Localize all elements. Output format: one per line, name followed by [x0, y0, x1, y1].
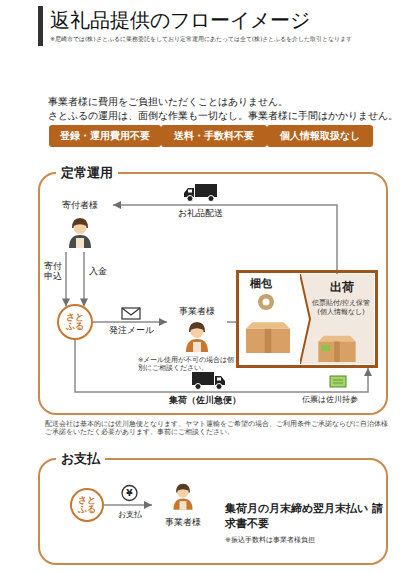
business-icon [173, 484, 192, 510]
flow-connector [113, 205, 337, 274]
note-text: さとふるの運用は、面倒な作業も一切なし。事業者様に手間はかかりません。 [48, 109, 404, 122]
node-label: 事業者様 [165, 517, 201, 528]
carton-icon [318, 336, 355, 362]
flow-connector [93, 321, 167, 323]
feature-badge: 個人情報取扱なし [267, 125, 373, 147]
flow-connector [227, 321, 236, 323]
donor-icon [69, 218, 91, 248]
feature-badge: 登録・運用費用不要 [49, 125, 161, 147]
mail-icon [122, 308, 140, 319]
feature-badge: 送料・手数料不要 [161, 125, 267, 147]
tape-roll-icon [258, 294, 274, 310]
node-label: さとふる [77, 496, 97, 515]
node-body: 伝票貼付/控え保管 (個人情報なし) [310, 299, 372, 317]
flow-connector [65, 252, 67, 306]
node-label: 出荷 [300, 280, 374, 295]
flow-connector [83, 252, 85, 306]
note-text: 配送会社は基本的には佐川急便となります。ヤマト運輸をご希望の場合、ご利用条件ご承… [45, 420, 390, 437]
page-title: 返礼品提供のフローイメージ [50, 7, 310, 33]
node-label: お支払 [56, 450, 105, 467]
note-text: 事業者様に費用をご負担いただくことはありません。 [48, 95, 404, 108]
note-text: ※メール使用が不可の場合は個別にご相談ください。 [138, 357, 238, 373]
node-label: 登録・運用費用不要 [60, 129, 150, 143]
node-label: さとふる [65, 313, 85, 332]
note-text: 伝票は佐川持参 [290, 395, 370, 405]
node-label: 梱包 [250, 277, 375, 291]
logo-circle: さとふる [70, 488, 104, 522]
flow-connector [104, 504, 152, 506]
node-label: 送料・手数料不要 [174, 129, 254, 143]
node-body: 集荷月の月末締め翌月末払い 請求書不要 [225, 501, 383, 532]
node-label: 個人情報取扱なし [280, 129, 360, 143]
node-label: 事業者様 [179, 306, 215, 317]
pickup-truck-icon [192, 372, 225, 390]
node-label: 寄付者様 [62, 200, 98, 211]
logo-circle: さとふる [57, 304, 93, 340]
connector-label: 入金 [89, 266, 119, 278]
work-box: 梱包出荷伝票貼付/控え保管 (個人情報なし) [236, 270, 378, 368]
connector-label: お礼品配送 [160, 208, 240, 220]
business-icon [186, 322, 208, 352]
node-body: ※振込手数料は事業者様負担 [225, 536, 383, 544]
yen-symbol: ¥ [122, 487, 137, 499]
connector-label: 発注メール [100, 325, 162, 337]
carton-icon [246, 322, 290, 353]
connector-label: 寄付申込 [42, 262, 62, 282]
connector-label: 集荷（佐川急便） [155, 395, 255, 407]
yen-coin-icon [122, 486, 137, 501]
title-bar [38, 6, 43, 46]
delivery-truck-icon [184, 184, 217, 202]
section-panel: お支払 集荷月の月末締め翌月末払い 請求書不要 ※振込手数料は事業者様負担 さとふる事… [38, 458, 388, 565]
slip-icon [330, 376, 346, 387]
note-text: ※尼崎市では(株)さとふるに業務委託をしており定常運用にあたっては全て(株)さと… [50, 35, 402, 42]
node-label: 定常運用 [56, 164, 118, 181]
connector-label: お支払 [105, 509, 154, 520]
